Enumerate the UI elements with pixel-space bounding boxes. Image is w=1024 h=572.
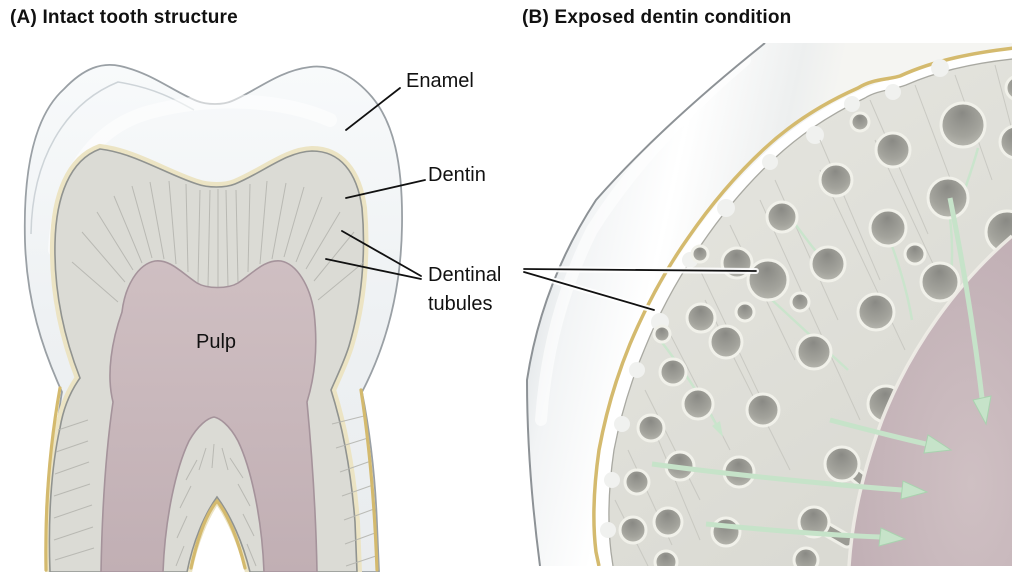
enamel-inner-contour xyxy=(30,81,195,235)
root-striations xyxy=(53,415,377,567)
tubule-opening xyxy=(795,333,833,371)
tubule-opening xyxy=(623,468,651,496)
tubule-opening xyxy=(652,506,684,538)
tubule-opening xyxy=(792,546,820,566)
stimulus-arrows xyxy=(651,197,985,540)
dentin-enamel-junction xyxy=(592,46,1012,566)
label-pulp: Pulp xyxy=(196,331,237,353)
enamel-outer-contour xyxy=(525,43,766,566)
tubule-opening xyxy=(797,505,831,539)
dentinal-tubules-leader-right-2 xyxy=(523,271,655,311)
pulp-chamber xyxy=(100,260,318,572)
dentin-leader xyxy=(345,179,426,199)
tubule-opening xyxy=(681,387,715,421)
dentin-striations xyxy=(71,180,365,303)
tubule-opening xyxy=(618,515,648,545)
panel-a-tooth xyxy=(23,63,403,572)
tubule-opening xyxy=(919,261,961,303)
tubule-opening xyxy=(809,245,847,283)
tubule-opening xyxy=(903,242,927,266)
cementum-lines xyxy=(44,386,379,572)
dentinal-tubules-leader-left-1 xyxy=(341,230,422,277)
tubule-opening xyxy=(939,101,987,149)
tubule-opening xyxy=(734,301,756,323)
tubule-opening xyxy=(745,392,781,428)
tubule-opening xyxy=(874,131,912,169)
tubule-opening xyxy=(685,302,717,334)
tubule-opening xyxy=(636,413,666,443)
tubule-opening xyxy=(708,324,744,360)
panel-b-magnified xyxy=(525,43,1012,566)
tubule-opening xyxy=(998,124,1012,160)
tubule-opening xyxy=(789,291,811,313)
tubule-opening xyxy=(658,357,688,387)
enamel-leader xyxy=(345,87,401,131)
tubule-opening xyxy=(765,200,799,234)
panel-b-title: (B) Exposed dentin condition xyxy=(522,7,792,28)
scallop-notches xyxy=(600,59,949,538)
tubule-opening xyxy=(849,111,871,133)
label-dentinal-tubules-line1: Dentinal xyxy=(428,264,502,286)
tubule-opening xyxy=(690,244,710,264)
tubule-opening xyxy=(653,549,679,566)
panel-a-title: (A) Intact tooth structure xyxy=(10,7,238,28)
tubule-opening xyxy=(818,162,854,198)
tubule-opening xyxy=(868,208,908,248)
tubule-opening xyxy=(652,324,672,344)
tubule-opening xyxy=(926,176,970,220)
pulp-edge-highlight xyxy=(847,234,1012,566)
tubule-opening xyxy=(856,292,896,332)
tubule-opening xyxy=(710,516,742,548)
label-enamel: Enamel xyxy=(406,70,474,92)
tubule-opening xyxy=(746,258,790,302)
dentinal-tubules-leader-left-2 xyxy=(325,258,422,280)
leader-lines xyxy=(325,87,759,313)
enamel-band xyxy=(527,43,1012,566)
tubule-opening xyxy=(823,445,861,483)
tubule-opening xyxy=(1004,75,1012,101)
enamel-highlight xyxy=(535,54,751,426)
label-dentinal-tubules: Dentinal tubules xyxy=(428,261,501,319)
stimulus-arrowheads xyxy=(878,395,992,547)
label-dentinal-tubules-line2: tubules xyxy=(428,293,493,315)
small-arrowhead xyxy=(712,421,723,437)
dentinal-tubules-leader-right-1 xyxy=(523,268,757,272)
label-dentin: Dentin xyxy=(428,164,486,186)
